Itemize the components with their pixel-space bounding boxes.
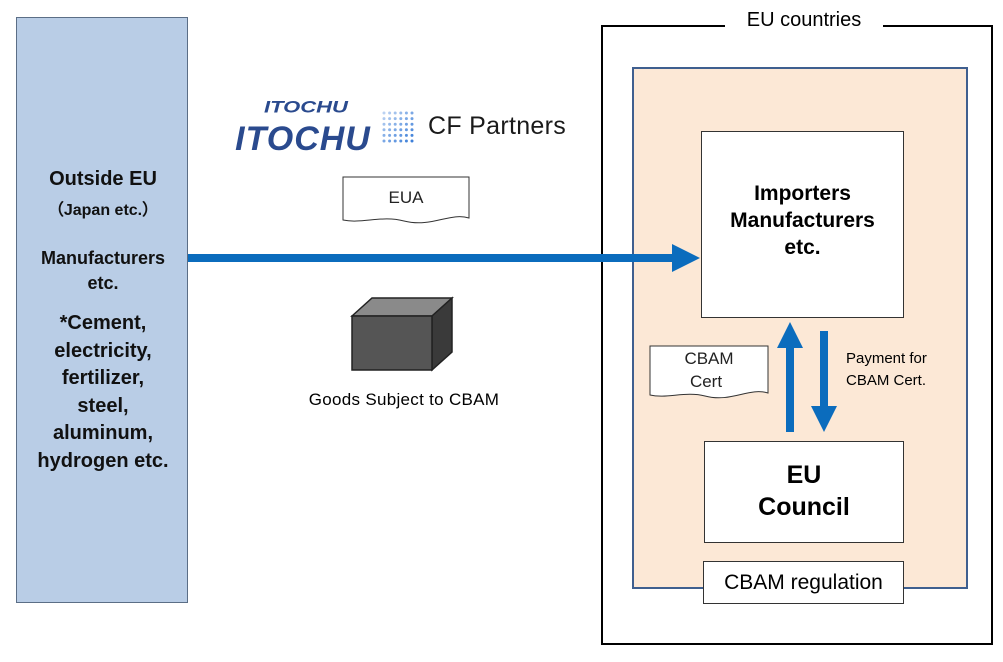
cf-dot bbox=[399, 128, 403, 132]
payment-label: Payment for CBAM Cert. bbox=[846, 350, 927, 389]
cf-dot bbox=[410, 128, 414, 132]
cf-dot bbox=[388, 111, 392, 115]
cf-dot bbox=[399, 111, 403, 115]
cf-dot bbox=[393, 139, 397, 143]
cf-partners-name: CF Partners bbox=[428, 112, 567, 140]
cf-dot bbox=[382, 117, 386, 121]
cf-dot bbox=[404, 117, 408, 121]
cf-dot bbox=[393, 133, 397, 137]
cf-dot bbox=[388, 139, 392, 143]
cf-dot bbox=[404, 133, 408, 137]
eu-council-box: EU Council bbox=[704, 441, 904, 543]
cf-dot bbox=[382, 122, 386, 126]
cf-dot bbox=[399, 122, 403, 126]
cf-dot bbox=[382, 128, 386, 132]
cf-dot bbox=[393, 122, 397, 126]
cf-dot bbox=[388, 117, 392, 121]
goods-cube-icon bbox=[350, 296, 454, 372]
eua-label: EUA bbox=[389, 188, 425, 207]
outside-eu-goods-list: *Cement, electricity, fertilizer, steel,… bbox=[37, 312, 169, 472]
cf-dot bbox=[410, 122, 414, 126]
cf-dot bbox=[410, 111, 414, 115]
cf-dot bbox=[410, 133, 414, 137]
cf-dot bbox=[393, 117, 397, 121]
cf-dot bbox=[382, 139, 386, 143]
goods-subject-label: Goods Subject to CBAM bbox=[308, 390, 500, 409]
cf-dot bbox=[404, 111, 408, 115]
importers-label: Importers Manufacturers etc. bbox=[730, 182, 875, 259]
cf-dot bbox=[404, 122, 408, 126]
cf-dot bbox=[404, 139, 408, 143]
importers-box: Importers Manufacturers etc. bbox=[701, 131, 904, 318]
cf-dot bbox=[393, 128, 397, 132]
itochu-logo: ITOCHU ITOCHU bbox=[235, 98, 370, 158]
cf-dot bbox=[404, 128, 408, 132]
cf-dot bbox=[410, 139, 414, 143]
cbam-regulation-box: CBAM regulation bbox=[703, 561, 904, 604]
cf-partners-dots-icon bbox=[382, 111, 414, 143]
cf-partners-logo: CF Partners bbox=[382, 108, 582, 144]
cf-dot bbox=[388, 128, 392, 132]
cf-dot bbox=[393, 111, 397, 115]
cf-dot bbox=[388, 133, 392, 137]
cf-dot bbox=[399, 133, 403, 137]
cbam-cert-label-line1: CBAM bbox=[684, 349, 733, 368]
cf-dot bbox=[382, 111, 386, 115]
outside-eu-manufacturers: Manufacturers etc. bbox=[40, 248, 166, 293]
svg-text:ITOCHU: ITOCHU bbox=[264, 98, 349, 117]
cf-dot bbox=[399, 139, 403, 143]
cbam-cert-label-line2: Cert bbox=[690, 372, 722, 391]
cf-dot bbox=[382, 133, 386, 137]
svg-text:ITOCHU: ITOCHU bbox=[235, 120, 371, 158]
outside-eu-panel: Outside EU （Japan etc.） Manufacturers et… bbox=[16, 17, 188, 603]
cf-dot bbox=[388, 122, 392, 126]
cf-dot bbox=[399, 117, 403, 121]
outside-eu-subtitle: （Japan etc.） bbox=[47, 202, 159, 219]
eu-countries-label: EU countries bbox=[725, 6, 883, 34]
cbam-cert-document-icon: CBAM Cert bbox=[649, 345, 769, 399]
outside-eu-title: Outside EU bbox=[49, 168, 157, 190]
cf-dot bbox=[410, 117, 414, 121]
eu-council-label: EU Council bbox=[758, 461, 850, 521]
eua-document-icon: EUA bbox=[342, 176, 470, 224]
